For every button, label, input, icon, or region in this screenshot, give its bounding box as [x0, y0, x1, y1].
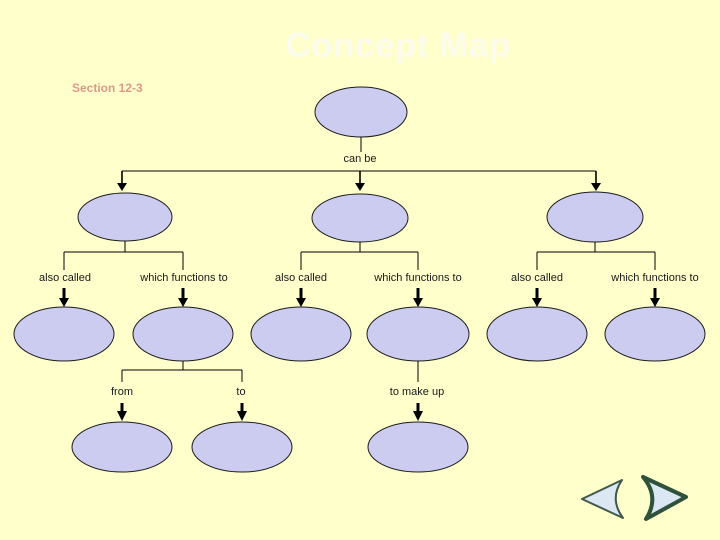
- arrowhead-l4-1: [117, 411, 127, 421]
- connector-label-which-functions-2: which functions to: [374, 272, 462, 284]
- connector-label-to-make-up: to make up: [389, 386, 445, 398]
- node-root: [314, 86, 408, 138]
- node-level2-right: [546, 191, 644, 243]
- node-level3-2: [132, 306, 234, 362]
- node-level2-left: [77, 192, 173, 242]
- connector-group-right: [536, 242, 656, 270]
- arrowhead-l3-1: [59, 298, 69, 307]
- arrowhead-l3-6: [650, 298, 660, 307]
- connector-label-from: from: [111, 386, 133, 398]
- connector-label-to: to: [236, 386, 246, 398]
- slide-title: Concept Map: [285, 26, 511, 65]
- connector-label-can-be: can be: [343, 153, 377, 165]
- node-level3-3: [250, 306, 352, 362]
- connector-label-which-functions-1: which functions to: [140, 272, 228, 284]
- node-level4-2: [191, 421, 293, 473]
- arrowhead-right: [591, 183, 601, 191]
- connector-label-also-called-2: also called: [275, 272, 327, 284]
- node-level3-1: [13, 306, 115, 362]
- connector-group-left: [63, 241, 184, 270]
- arrowhead-l4-2: [237, 411, 247, 421]
- arrowhead-middle: [355, 183, 365, 191]
- connector-group-middle: [300, 242, 419, 270]
- arrowhead-l3-5: [532, 298, 542, 307]
- previous-slide-arrow-icon[interactable]: [581, 479, 624, 519]
- arrowhead-l4-3: [413, 411, 423, 421]
- node-level3-6: [604, 306, 706, 362]
- arrowhead-l3-4: [413, 298, 423, 307]
- node-level4-1: [71, 421, 173, 473]
- next-slide-arrow-icon[interactable]: [641, 475, 688, 521]
- connector-label-also-called-3: also called: [511, 272, 563, 284]
- arrowhead-left: [117, 183, 127, 191]
- node-level2-middle: [311, 193, 409, 243]
- connector-label-which-functions-3: which functions to: [611, 272, 699, 284]
- arrowhead-l3-3: [296, 298, 306, 307]
- node-level3-5: [486, 306, 588, 362]
- node-level4-3: [367, 421, 469, 473]
- connector-label-also-called-1: also called: [39, 272, 91, 284]
- node-level3-4: [366, 306, 470, 362]
- connector-from-to: [121, 361, 243, 382]
- section-label: Section 12-3: [72, 81, 143, 95]
- arrowhead-l3-2: [178, 298, 188, 307]
